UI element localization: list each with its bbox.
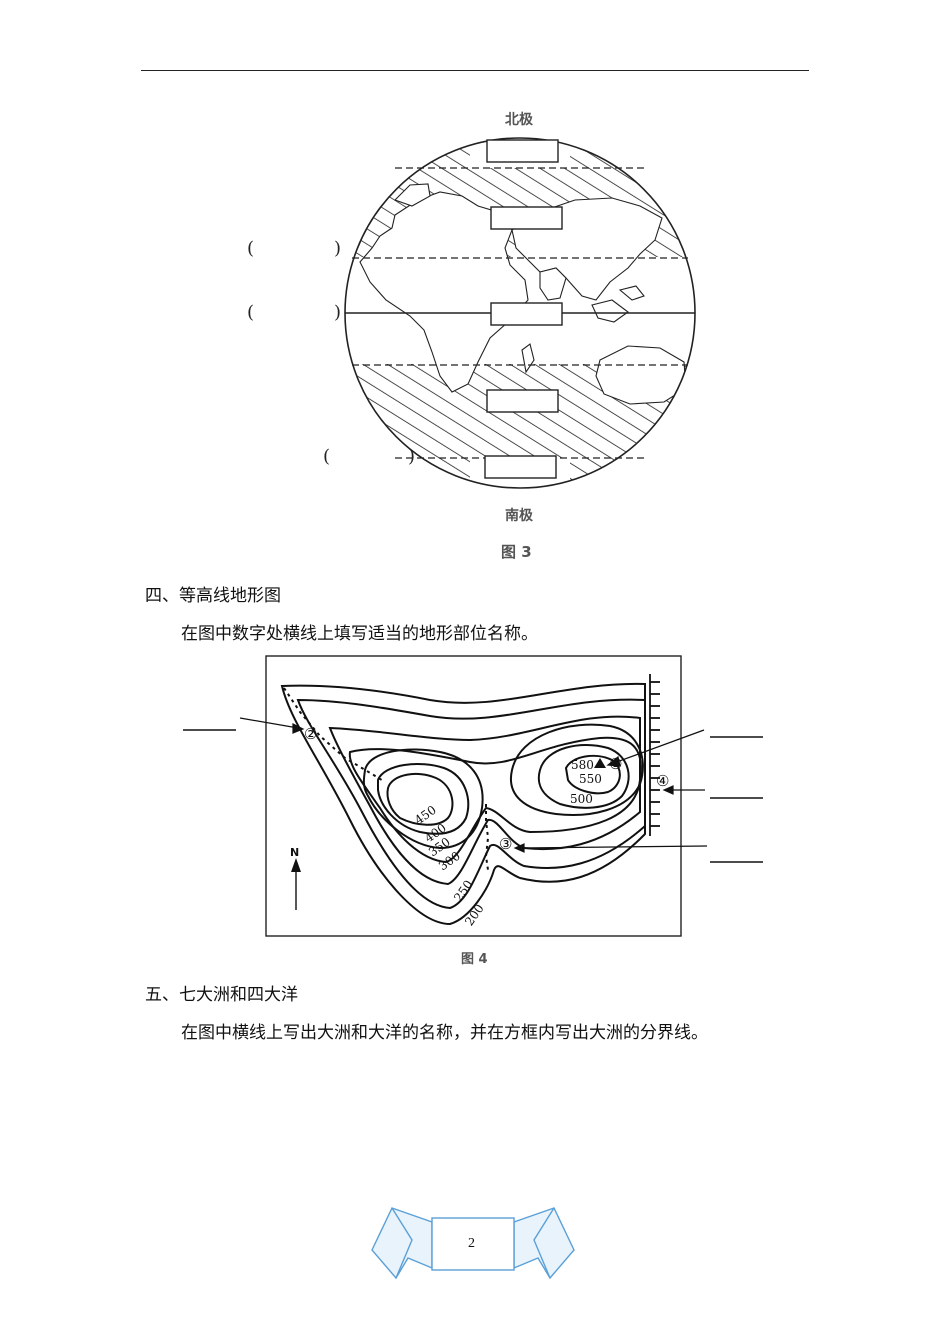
page-number-box xyxy=(431,1217,515,1271)
marker-3: ③ xyxy=(499,835,513,853)
peak-elevation: 580 xyxy=(571,758,594,772)
peak-triangle-icon xyxy=(594,758,606,768)
figure4-caption: 图 4 xyxy=(461,952,488,967)
section5-heading: 五、七大洲和四大洋 xyxy=(145,985,298,1005)
header-rule xyxy=(141,70,809,71)
section5-instruction: 在图中横线上写出大洲和大洋的名称，并在方框内写出大洲的分界线。 xyxy=(181,1023,708,1043)
contour-label-500: 500 xyxy=(570,792,593,806)
north-arrow-icon xyxy=(291,858,301,910)
figure3-caption: 图 3 xyxy=(501,543,532,561)
marker-1: ① xyxy=(609,755,623,773)
blank-paren-open-1: ( xyxy=(247,238,255,259)
valley-dotted-line xyxy=(484,804,490,871)
answer-box-2[interactable] xyxy=(490,206,563,230)
north-label: N xyxy=(290,846,300,859)
contour-map-frame xyxy=(265,655,682,937)
blank-paren-open-2: ( xyxy=(247,302,255,323)
continent-outlines xyxy=(359,183,687,405)
page-number: 2 xyxy=(468,1236,475,1251)
answer-box-4[interactable] xyxy=(486,389,559,413)
contour-label-550: 550 xyxy=(579,772,602,786)
blank-paren-close-3: ) xyxy=(408,446,416,467)
section4-heading: 四、等高线地形图 xyxy=(145,586,281,606)
section4-instruction: 在图中数字处横线上填写适当的地形部位名称。 xyxy=(181,624,538,644)
ridge-dotted-line xyxy=(283,687,386,783)
south-pole-label: 南极 xyxy=(505,508,533,524)
blank-paren-close-1: ) xyxy=(334,238,342,259)
page-ribbon xyxy=(371,1207,575,1280)
marker-2: ② xyxy=(304,725,318,743)
north-pole-label: 北极 xyxy=(505,112,533,128)
cliff-symbol xyxy=(649,674,660,836)
pointer-arrows xyxy=(239,717,708,853)
answer-box-1[interactable] xyxy=(486,139,559,163)
answer-box-5[interactable] xyxy=(484,455,557,479)
answer-lines xyxy=(183,729,763,863)
marker-4: ④ xyxy=(656,772,670,790)
blank-paren-close-2: ) xyxy=(334,302,342,323)
blank-paren-open-3: ( xyxy=(323,446,331,467)
answer-box-3[interactable] xyxy=(490,302,563,326)
